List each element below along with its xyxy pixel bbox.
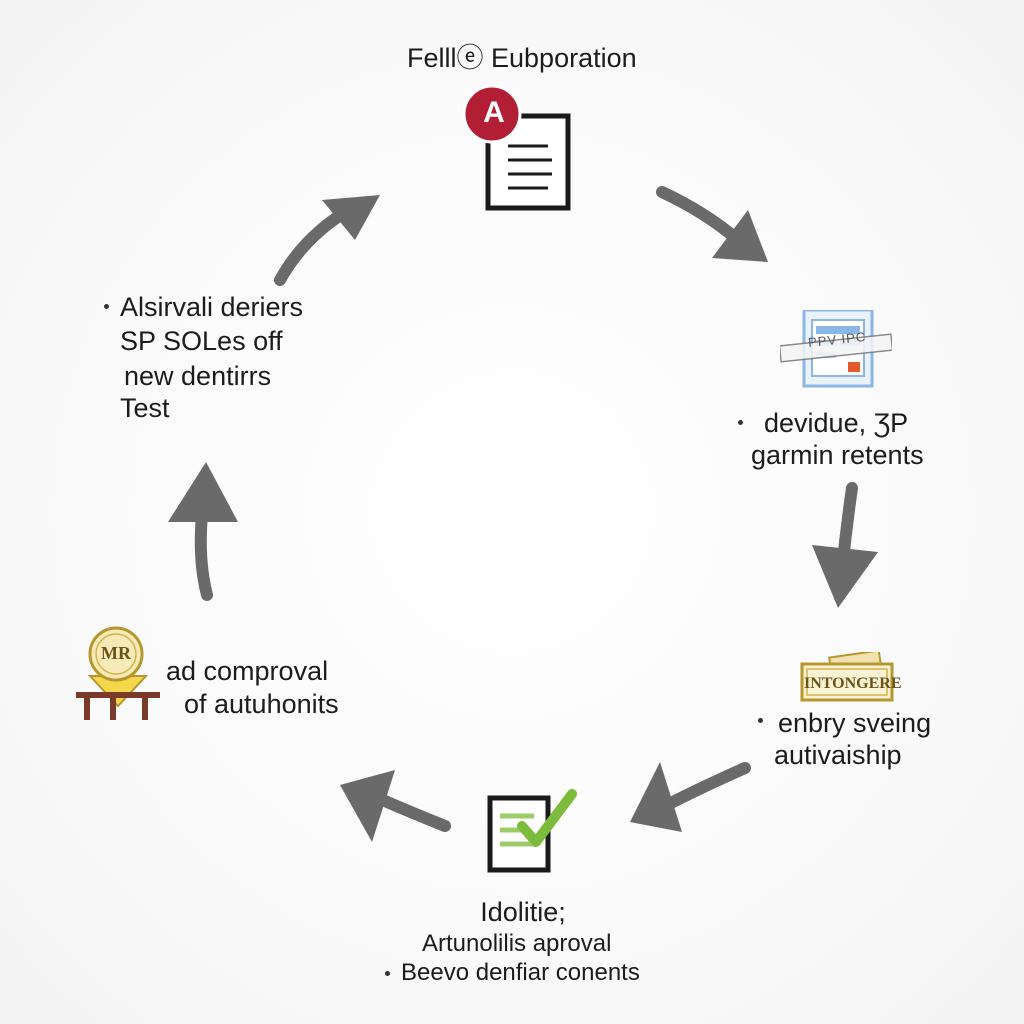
arrow-right-down: [812, 482, 878, 608]
bullet: [104, 304, 109, 309]
stamp-label: INTONGERE: [804, 675, 902, 692]
right-upper-line-2: garmin retents: [751, 440, 924, 470]
stamp-icon: [800, 652, 894, 702]
arrow-right-to-bottom: [630, 762, 751, 832]
bottom-line-1: Idolitie;: [480, 897, 566, 927]
seal-badge-icon: [76, 626, 160, 720]
badge-letter: A: [483, 96, 505, 129]
arrow-top-to-right: [656, 186, 768, 262]
left-upper-line-1: Alsirvali deriers: [120, 292, 304, 322]
spreadsheet-icon: [780, 310, 892, 388]
checklist-icon: [487, 789, 577, 873]
left-lower-line-1: ad comproval: [166, 656, 329, 686]
bullet: [758, 718, 763, 723]
bottom-line-2: Artunolilis aproval: [422, 930, 612, 957]
arrow-left-up: [168, 462, 238, 601]
right-lower-line-1: enbry sveing: [778, 708, 932, 738]
bullet: [738, 420, 743, 425]
bottom-line-3: Beevo denfiar conents: [401, 959, 640, 986]
bullet: [385, 971, 390, 976]
arrow-left-to-top: [274, 195, 380, 286]
right-lower-line-2: autivaiship: [774, 740, 902, 770]
seal-badge-label: MR: [101, 643, 131, 663]
left-upper-line-2: SP SOLes off: [120, 326, 283, 356]
right-upper-line-1: devidue, ƷP: [764, 408, 909, 438]
document-icon: [462, 84, 571, 211]
diagram-title: Felllⓔ Eubporation: [407, 43, 637, 73]
arrow-bottom-to-left: [340, 770, 451, 842]
left-upper-line-3: new dentirrs: [124, 361, 272, 391]
left-upper-line-4: Test: [120, 393, 170, 423]
left-lower-line-2: of autuhonits: [184, 689, 339, 719]
